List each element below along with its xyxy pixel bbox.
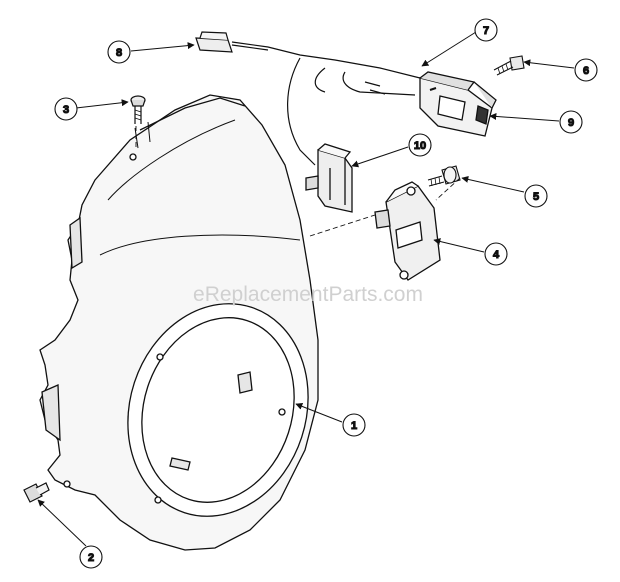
callout-10-label: 10 bbox=[414, 140, 426, 152]
callout-2-label: 2 bbox=[88, 552, 94, 564]
callout-4: 4 bbox=[484, 242, 508, 266]
leader-1 bbox=[295, 403, 343, 423]
callout-8-label: 8 bbox=[116, 47, 122, 59]
leader-6 bbox=[523, 59, 575, 69]
leader-7 bbox=[421, 31, 477, 67]
blower-housing bbox=[39, 94, 319, 551]
callout-7: 7 bbox=[474, 18, 498, 42]
callout-6: 6 bbox=[574, 58, 598, 82]
callout-6-label: 6 bbox=[583, 65, 589, 77]
callout-7-label: 7 bbox=[483, 25, 489, 37]
callout-2: 2 bbox=[79, 545, 103, 569]
connector-part-10 bbox=[305, 143, 353, 213]
callout-8: 8 bbox=[107, 40, 131, 64]
callout-10: 10 bbox=[408, 133, 432, 157]
callout-5-label: 5 bbox=[533, 191, 539, 203]
wire-harness bbox=[195, 31, 421, 166]
callout-4-label: 4 bbox=[493, 249, 500, 261]
callout-1-label: 1 bbox=[351, 420, 357, 432]
callout-3-label: 3 bbox=[63, 104, 69, 116]
callout-9: 9 bbox=[559, 110, 583, 134]
callout-5: 5 bbox=[524, 184, 548, 208]
leader-3 bbox=[75, 99, 129, 109]
screw-part-2 bbox=[23, 482, 50, 503]
module-part-4 bbox=[374, 181, 441, 281]
callout-3: 3 bbox=[54, 97, 78, 121]
watermark-text: eReplacementParts.com bbox=[193, 283, 423, 306]
leader-9 bbox=[489, 112, 560, 122]
leader-4 bbox=[433, 238, 485, 253]
leader-2 bbox=[37, 499, 87, 547]
screw-part-3 bbox=[130, 95, 146, 124]
assembly-guide-lines bbox=[135, 126, 461, 237]
leader-lines bbox=[37, 31, 575, 547]
callout-1: 1 bbox=[342, 413, 366, 437]
callout-9-label: 9 bbox=[568, 117, 574, 129]
leader-10 bbox=[351, 146, 409, 168]
terminal-block-part-9 bbox=[419, 71, 497, 137]
leader-8 bbox=[130, 42, 195, 52]
screw-part-6 bbox=[493, 55, 525, 76]
bolt-part-5 bbox=[427, 165, 461, 187]
leader-5 bbox=[461, 175, 525, 193]
